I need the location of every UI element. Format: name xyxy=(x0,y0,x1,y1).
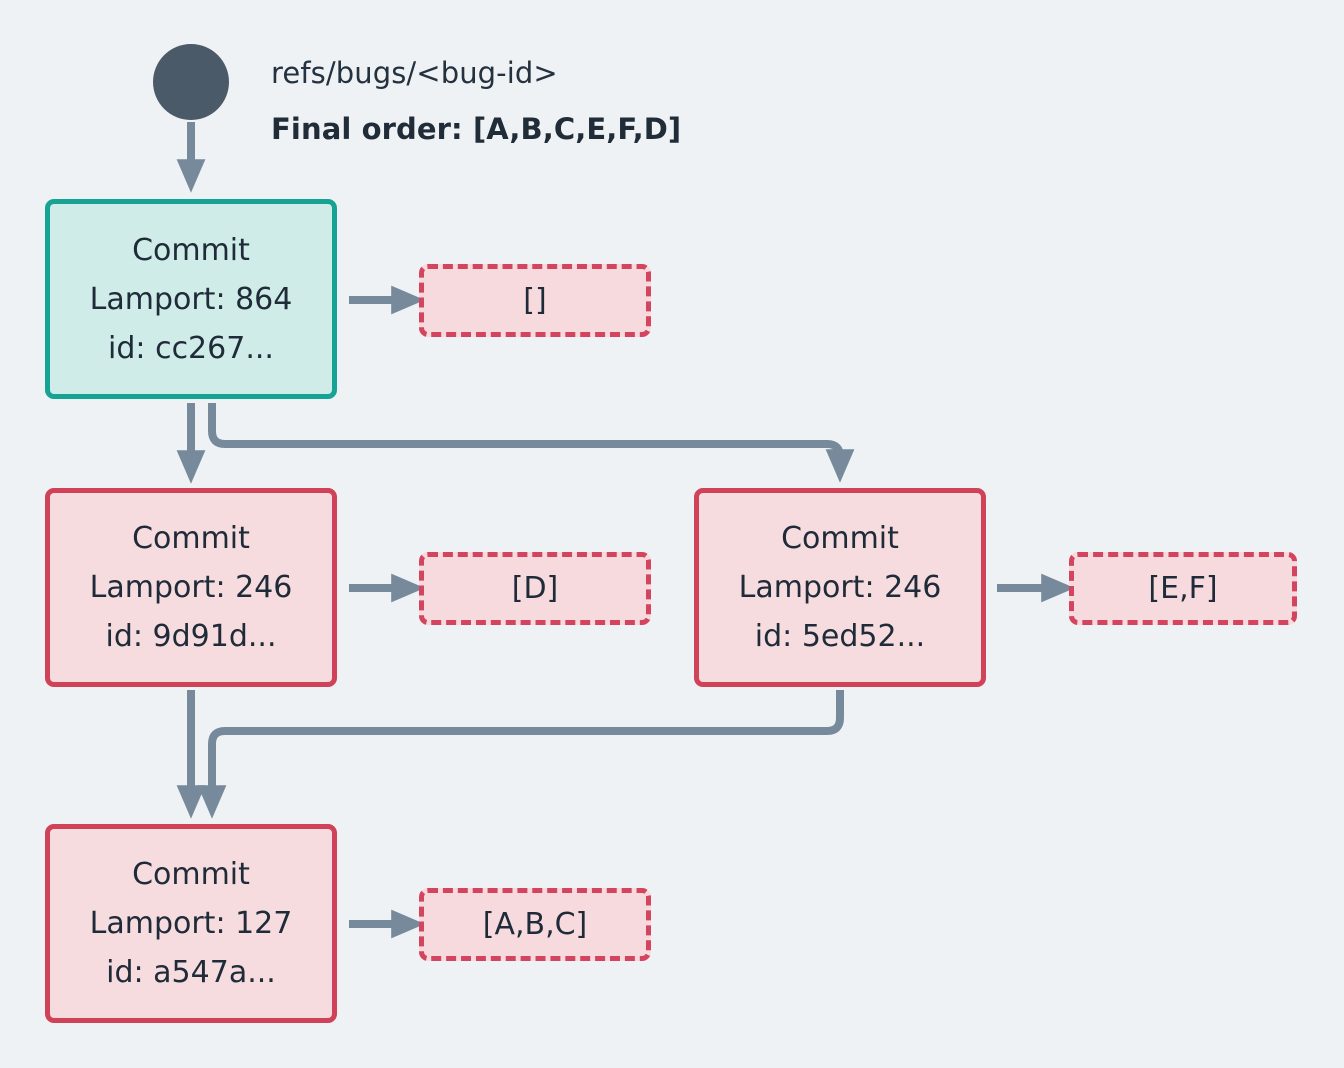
root-ref-node[interactable] xyxy=(153,44,229,120)
commit-node-5ed52[interactable]: Commit Lamport: 246 id: 5ed52... xyxy=(694,488,986,687)
op-list-box-cc267[interactable]: [] xyxy=(419,264,651,337)
commit-lamport: Lamport: 246 xyxy=(738,570,942,605)
commit-title: Commit xyxy=(781,521,899,556)
op-list-box-a547a[interactable]: [A,B,C] xyxy=(419,888,651,961)
commit-title: Commit xyxy=(132,521,250,556)
ref-path-label: refs/bugs/<bug-id> xyxy=(271,56,558,90)
final-order-label: Final order: [A,B,C,E,F,D] xyxy=(271,112,682,146)
edge-5ed52-to-a547a xyxy=(197,690,844,819)
commit-lamport: Lamport: 864 xyxy=(89,281,293,317)
op-list-box-9d91d[interactable]: [D] xyxy=(419,552,651,625)
op-list-box-5ed52[interactable]: [E,F] xyxy=(1069,552,1297,625)
edge-cc267-to-5ed52 xyxy=(208,403,855,483)
commit-id: id: a547a... xyxy=(106,955,276,990)
commit-title: Commit xyxy=(132,857,250,892)
commit-lamport: Lamport: 246 xyxy=(89,570,293,605)
commit-lamport: Lamport: 127 xyxy=(89,906,293,941)
commit-node-9d91d[interactable]: Commit Lamport: 246 id: 9d91d... xyxy=(45,488,337,687)
commit-id: id: cc267... xyxy=(108,330,274,366)
commit-id: id: 5ed52... xyxy=(754,619,926,654)
commit-id: id: 9d91d... xyxy=(105,619,277,654)
commit-node-a547a[interactable]: Commit Lamport: 127 id: a547a... xyxy=(45,824,337,1023)
commit-node-cc267[interactable]: Commit Lamport: 864 id: cc267... xyxy=(45,199,337,399)
commit-title: Commit xyxy=(132,232,250,268)
